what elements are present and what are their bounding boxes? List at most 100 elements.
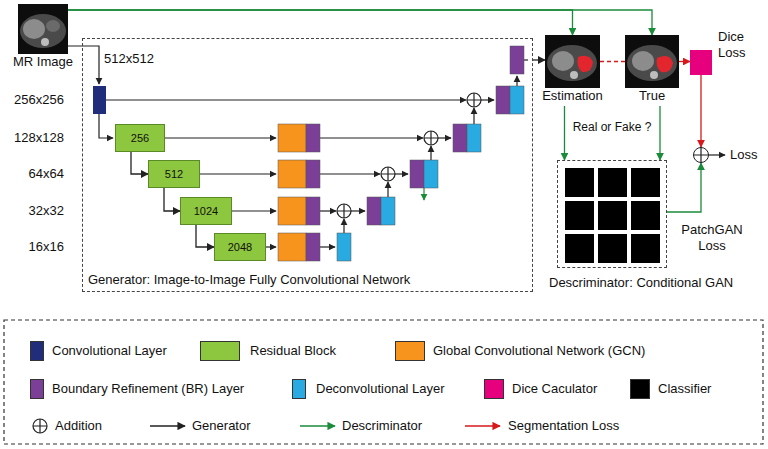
- addition-symbol: [693, 147, 709, 163]
- generator-arrows-part: [516, 76, 517, 86]
- discriminator-panel: Descriminator: Conditional GAN: [557, 160, 667, 268]
- connector: [700, 75, 701, 147]
- estimation-picture-part: [578, 56, 594, 72]
- gcn-block-part: [278, 197, 306, 225]
- br-deconv-pair-part: [510, 46, 524, 74]
- addition-symbol: [467, 93, 481, 107]
- addition-symbol-part: [424, 131, 438, 145]
- legend-text: Descriminator: [342, 418, 422, 434]
- generator-arrows-part: [524, 59, 528, 60]
- generator-arrows-part: [438, 137, 451, 138]
- connector: [533, 59, 545, 60]
- gcn-block-part: [306, 160, 320, 188]
- addition-symbol-part: [467, 93, 481, 107]
- dimension-label: 128x128: [0, 130, 64, 146]
- legend-text: Boundary Refinement (BR) Layer: [52, 381, 244, 397]
- br-deconv-pair-part: [510, 86, 524, 114]
- legend-text: Dice Caculator: [512, 381, 597, 397]
- residual-block: 2048: [214, 233, 266, 261]
- image-area: [545, 35, 600, 88]
- mr-picture-part: [41, 38, 49, 46]
- question-label: Real or Fake ?: [573, 119, 652, 135]
- legend-text: Classifier: [658, 381, 711, 397]
- addition-symbol-part: [337, 204, 351, 218]
- addition-symbol: [424, 131, 438, 145]
- image-area: [18, 4, 68, 54]
- gcn-block-part: [278, 124, 306, 152]
- legend-text: Addition: [55, 418, 102, 434]
- connector: [68, 10, 572, 35]
- dice-calculator: Dice Loss: [690, 50, 712, 75]
- node-text: Generator: Image-to-Image Fully Convolut…: [88, 272, 532, 288]
- estimation-picture-part: [547, 45, 597, 81]
- addition-symbol-part: [337, 204, 351, 218]
- legend-addition-sample-part: [33, 419, 47, 433]
- classifier-grid-part: [565, 168, 594, 197]
- br-deconv-pair-part: [496, 86, 510, 114]
- legend-loss-sample: [465, 425, 500, 426]
- mr-picture-part: [20, 14, 66, 48]
- connector: [564, 106, 565, 160]
- node-text: 1024: [194, 205, 218, 218]
- residual-block: 256: [115, 124, 165, 152]
- generator-arrows-part: [320, 246, 335, 247]
- br-deconv-pair-part: [453, 124, 467, 152]
- br-deconv-pair-part: [381, 197, 395, 225]
- br-deconv-pair-part: [337, 233, 351, 261]
- generator-arrows-part: [473, 108, 474, 124]
- mr-picture-part: [23, 19, 45, 39]
- generator-arrows-part: [343, 219, 344, 233]
- legend-swatch: [30, 341, 44, 361]
- generator-arrows-part: [481, 99, 494, 100]
- connector: [679, 61, 690, 62]
- generator-arrows-part: [351, 210, 365, 211]
- legend-swatch: [484, 379, 504, 399]
- addition-symbol-part: [381, 167, 395, 181]
- generator-arrows: [68, 46, 725, 247]
- dimension-label: 64x64: [0, 166, 64, 182]
- generator-arrows-part: [232, 210, 276, 211]
- generator-arrows-part: [387, 182, 388, 197]
- mr-image: Estimation: [542, 35, 603, 106]
- gcn-block-part: [278, 160, 306, 188]
- addition-symbol: [381, 167, 395, 181]
- node-text: Descriminator: Conditional GAN: [549, 275, 733, 291]
- gcn-block: [278, 124, 320, 261]
- generator-arrows-part: [709, 154, 725, 155]
- node-text: 2048: [228, 241, 252, 254]
- gcn-block-part: [306, 124, 320, 152]
- conv-layer-part: [93, 86, 106, 114]
- legend-text: Residual Block: [250, 343, 336, 359]
- legend-addition-sample-part: [33, 419, 47, 433]
- classifier-grid-part: [598, 234, 627, 263]
- legend-text: Convolutional Layer: [52, 343, 167, 359]
- generator-arrows-part: [99, 114, 113, 138]
- connector: [68, 10, 652, 35]
- node-text: 256: [131, 132, 149, 145]
- connector: [659, 106, 660, 160]
- mr-picture-part: [46, 20, 60, 32]
- node-text: Loss: [730, 147, 757, 163]
- generator-arrows-part: [320, 137, 423, 138]
- legend-text: Segmentation Loss: [508, 418, 619, 434]
- dimension-label: 256x256: [0, 92, 64, 108]
- residual-block: 512: [148, 160, 200, 188]
- estimation-picture-part: [545, 35, 600, 88]
- generator-arrows-part: [320, 210, 336, 211]
- legend-swatch: [630, 379, 650, 399]
- classifier-grid-part: [565, 201, 594, 230]
- dimension-label: 32x32: [0, 203, 64, 219]
- classifier-grid-part: [631, 168, 660, 197]
- dimension-label: 512x512: [104, 51, 154, 67]
- node-text: Dice Loss: [718, 29, 758, 61]
- classifier-grid-part: [598, 201, 627, 230]
- connector: [667, 163, 701, 212]
- legend-discriminator-sample: [300, 425, 335, 426]
- classifier-grid-part: [631, 234, 660, 263]
- br-deconv-pair-part: [367, 197, 381, 225]
- legend-swatch: [395, 341, 425, 361]
- addition-symbol-part: [424, 131, 438, 145]
- addition-symbol-part: [381, 167, 395, 181]
